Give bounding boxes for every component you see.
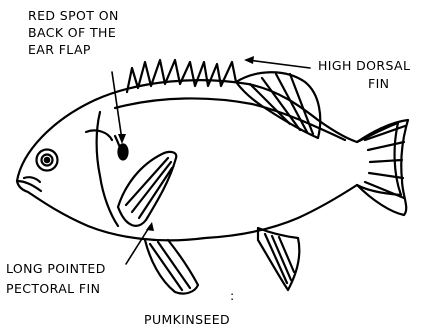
label-dorsal-line2: FIN [368, 76, 389, 92]
label-red-spot-line1: RED SPOT ON [28, 8, 119, 24]
soft-dorsal-fin [236, 72, 320, 138]
pectoral-fin [118, 152, 176, 226]
spiny-dorsal-fin [127, 60, 236, 92]
label-pectoral-line1: LONG POINTED [6, 261, 106, 277]
colon-mark: : [230, 288, 235, 304]
arrow-dorsal [244, 56, 254, 64]
label-red-spot-line3: EAR FLAP [28, 42, 91, 58]
fish-body-outline [17, 80, 401, 240]
gill-cover [97, 112, 118, 226]
red-spot [119, 145, 128, 160]
arrow-pectoral [146, 222, 154, 231]
label-red-spot-line2: BACK OF THE [28, 25, 116, 41]
species-name: PUMKINSEED [144, 312, 230, 328]
arrow-red-spot [118, 134, 126, 144]
eye-pupil [45, 158, 49, 162]
gill-inner [86, 130, 112, 140]
label-dorsal-line1: HIGH DORSAL [318, 58, 410, 74]
label-pectoral-line2: PECTORAL FIN [6, 281, 100, 297]
leader-dorsal [248, 60, 310, 68]
mouth-lip [24, 177, 40, 182]
mouth-line [17, 181, 41, 191]
